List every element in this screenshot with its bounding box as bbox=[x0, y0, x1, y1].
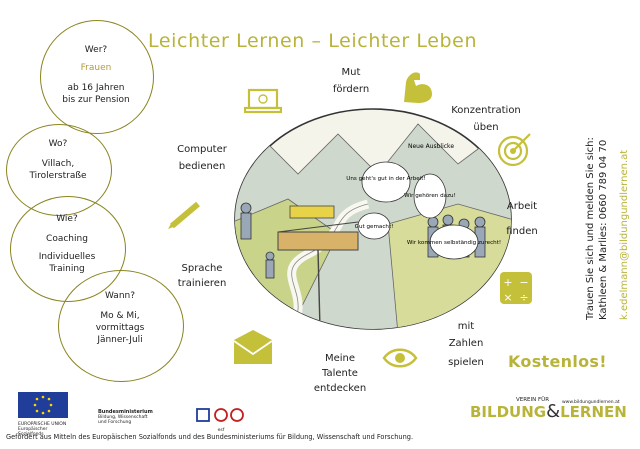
who-line2: bis zur Pension bbox=[62, 95, 130, 105]
contact-line1: Trauen Sie sich und melden Sie sich: bbox=[585, 137, 596, 320]
who-circle bbox=[40, 20, 154, 134]
courage-line1: Mut bbox=[341, 67, 361, 78]
when-line2: vormittags bbox=[95, 323, 145, 333]
hill-right bbox=[387, 203, 511, 329]
where-heading: Wo? bbox=[48, 139, 68, 149]
ministry-logo: Bundesministerium Bildung, Wissenschaft … bbox=[98, 409, 168, 426]
language-line2: trainieren bbox=[177, 278, 227, 289]
who-heading: Wer? bbox=[84, 45, 108, 55]
association-line1: VEREIN FÜR bbox=[516, 397, 550, 403]
bridge-platform bbox=[277, 231, 359, 251]
contact-block: Trauen Sie sich und melden Sie sich: Kat… bbox=[584, 120, 630, 320]
speech-bubble-4: Wir kommen selbständig zurecht! bbox=[407, 240, 501, 246]
association-url: www.bildungundlernen.at bbox=[562, 400, 620, 405]
where-line2: Tirolerstraße bbox=[29, 171, 87, 181]
talents-line3: entdecken bbox=[313, 383, 367, 394]
language-line1: Sprache bbox=[181, 263, 223, 274]
concentration-line2: üben bbox=[473, 122, 499, 133]
contact-email-link[interactable]: k.edelmann@bildungundlernen.at bbox=[619, 149, 630, 320]
pencil-icon bbox=[168, 201, 200, 229]
esf-logo: esf bbox=[196, 408, 246, 433]
talents-line1: Meine bbox=[324, 353, 356, 364]
when-line1: Mo & Mi, bbox=[100, 311, 140, 321]
courage-label: Mut fördern bbox=[326, 66, 376, 96]
work-line2: finden bbox=[506, 226, 538, 237]
eu-line2: Europäischer Sozialfonds bbox=[18, 427, 48, 437]
language-label: Sprache trainieren bbox=[170, 262, 234, 290]
svg-text:+: + bbox=[503, 276, 512, 289]
work-line1: Arbeit bbox=[506, 201, 538, 212]
how-line3: Training bbox=[49, 264, 85, 274]
eu-logo: EUROPÄISCHE UNION Europäischer Sozialfon… bbox=[18, 392, 70, 437]
eu-line1: EUROPÄISCHE UNION bbox=[18, 422, 67, 427]
concentration-label: Konzentration üben bbox=[446, 104, 526, 134]
when-line3: Jänner-Juli bbox=[97, 335, 143, 345]
esf-shapes-icon bbox=[196, 408, 244, 422]
new-views-sign: Neue Ausblicke bbox=[408, 143, 454, 150]
landscape-illustration: Neue Ausblicke Uns geht's gut in der Arb… bbox=[234, 108, 512, 330]
page-title: Leichter Lernen – Leichter Leben bbox=[148, 30, 478, 52]
association-logo: VEREIN FÜR BILDUNG&LERNEN www.bildungund… bbox=[470, 397, 627, 422]
when-circle bbox=[58, 270, 184, 382]
numbers-label: mit Zahlen spielen bbox=[440, 320, 492, 369]
talents-label: Meine Talente entdecken bbox=[312, 352, 368, 395]
free-of-charge-label: Kostenlos! bbox=[508, 352, 607, 371]
ministry-line1: Bundesministerium bbox=[98, 409, 153, 415]
ministry-line3: und Forschung bbox=[98, 420, 132, 425]
how-heading: Wie? bbox=[56, 214, 78, 224]
courage-line2: fördern bbox=[332, 84, 370, 95]
how-section: Wie? Coaching Individuelles Training bbox=[10, 213, 124, 275]
work-label: Arbeit finden bbox=[500, 200, 544, 238]
computer-line2: bedienen bbox=[178, 161, 226, 172]
association-amp: & bbox=[546, 401, 561, 422]
speech-bubble-2: Wir gehören dazu! bbox=[404, 193, 456, 199]
who-section: Wer? Frauen ab 16 Jahren bis zur Pension bbox=[40, 44, 152, 106]
eu-flag-icon bbox=[18, 392, 68, 418]
envelope-icon bbox=[233, 330, 273, 364]
computer-label: Computer bedienen bbox=[168, 143, 236, 173]
talents-line2: Talente bbox=[322, 368, 358, 379]
how-line1: Coaching bbox=[46, 234, 88, 244]
funding-footer: Gefördert aus Mitteln des Europäischen S… bbox=[6, 433, 414, 441]
laptop-icon bbox=[244, 88, 282, 114]
who-line1: ab 16 Jahren bbox=[67, 83, 125, 93]
signpost bbox=[289, 205, 335, 219]
where-section: Wo? Villach, Tirolerstraße bbox=[6, 138, 110, 182]
concentration-line1: Konzentration bbox=[451, 105, 521, 116]
computer-line1: Computer bbox=[177, 144, 227, 155]
calculator-icon: + − × ÷ bbox=[500, 272, 532, 304]
target-icon bbox=[497, 133, 531, 167]
who-highlight: Frauen bbox=[80, 63, 112, 73]
flexed-arm-icon bbox=[404, 72, 432, 103]
when-heading: Wann? bbox=[104, 291, 136, 301]
svg-text:−: − bbox=[519, 276, 528, 289]
svg-text:÷: ÷ bbox=[519, 291, 528, 304]
numbers-line3: spielen bbox=[448, 357, 484, 368]
how-line2: Individuelles bbox=[38, 252, 96, 262]
ministry-line2: Bildung, Wissenschaft bbox=[98, 415, 148, 420]
contact-line2: Kathleen & Marlies: 0660 789 04 70 bbox=[598, 139, 609, 320]
eye-icon bbox=[382, 348, 418, 368]
numbers-line1: mit bbox=[457, 321, 475, 332]
association-line3: LERNEN bbox=[560, 403, 627, 421]
when-section: Wann? Mo & Mi, vormittags Jänner-Juli bbox=[58, 290, 182, 346]
svg-text:×: × bbox=[503, 291, 512, 304]
esf-text: esf bbox=[217, 428, 225, 433]
association-name: BILDUNG&LERNEN bbox=[470, 401, 627, 422]
where-line1: Villach, bbox=[41, 159, 75, 169]
numbers-line2: Zahlen bbox=[448, 338, 484, 349]
speech-bubble-3: Gut gemacht! bbox=[355, 224, 394, 230]
association-line2: BILDUNG bbox=[470, 403, 547, 421]
speech-bubble-1: Uns geht's gut in der Arbeit! bbox=[346, 176, 425, 182]
